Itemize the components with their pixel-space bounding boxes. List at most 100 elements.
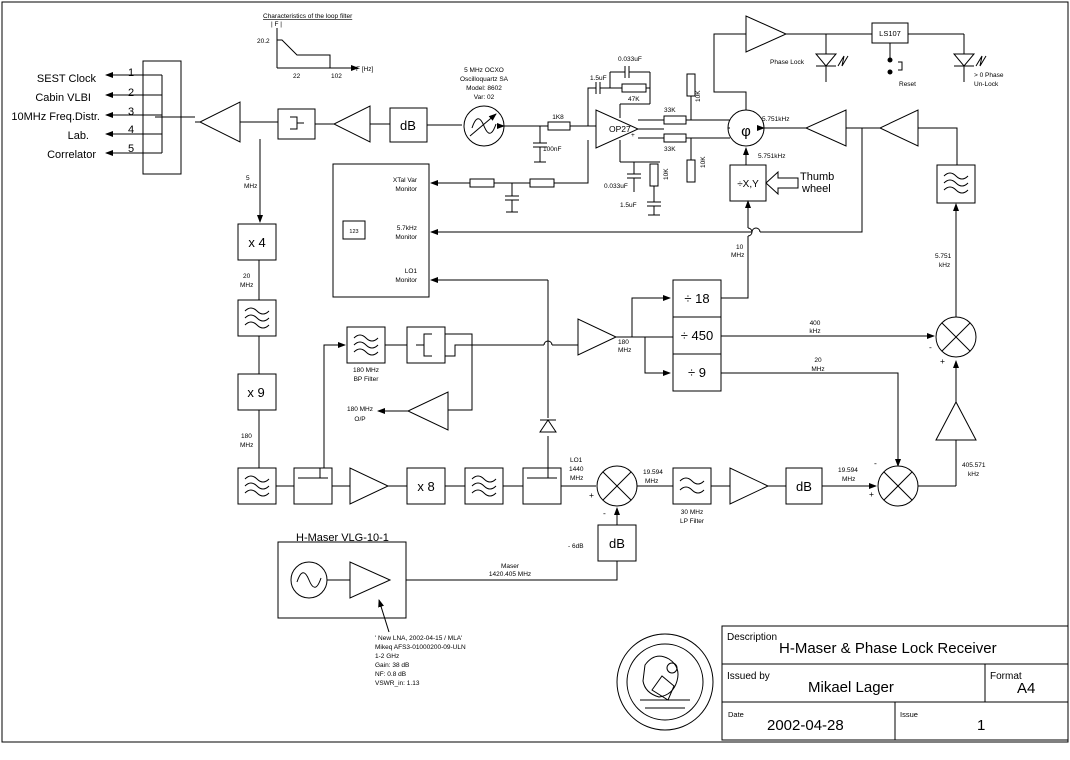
title-block: Description H-Maser & Phase Lock Receive… [721,625,1069,741]
date-label: Date [728,710,744,719]
filter-180mhz-bottom [237,467,277,505]
amplifier-5mhz [332,105,371,143]
phase-detector-input-freq: 5.751kHz [762,116,789,123]
output-3-label: 10MHz Freq.Distr. [11,111,100,123]
output-2-label: Cabin VLBI [35,92,91,104]
drawing-frame [1,1,1069,743]
resistor-1k8 [547,121,571,131]
attenuator-if-label: dB [796,479,812,494]
resistor-33k-upper: 33K [664,107,676,114]
amplifier-180mhz-div [577,318,618,356]
mixer-1-plus: + [589,490,594,500]
multiplier-x9 [237,373,277,411]
freq-400khz-unit: kHz [809,328,820,335]
ls107-label: LS107 [879,29,901,38]
bp-filter-label-2: BP Filter [354,376,380,383]
div-10mhz-unit: MHz [731,252,744,259]
unlock-label-2: Un-Lock [974,81,999,88]
multiplier-x4-label: x 4 [248,235,265,250]
issued-by-label: Issued by [727,671,770,682]
reset-label: Reset [899,81,916,88]
loop-filter-y-label: | F | [271,21,282,28]
lna-note-1: ' New LNA, 2002-04-15 / MLA' [375,635,462,642]
loop-filter-title: Characteristics of the loop filter [263,13,353,20]
output-5-number: 5 [128,143,134,155]
amplifier-if [729,467,770,505]
mixer-1 [596,465,638,507]
if1-unit: MHz [645,478,658,485]
lo1-label-1: LO1 [570,457,583,464]
if2-num: 19.594 [838,467,858,474]
mixer-upper [935,316,977,358]
ocxo-line-3: Model: 8602 [466,85,502,92]
loop-filter-y-value: 20.2 [257,38,270,45]
cap-bottom2-label: 1.5uF [620,202,637,209]
lp-filter-label-1: 30 MHz [681,509,703,516]
phase-detector-ref-freq: 5.751kHz [758,153,785,160]
attenuator-if [785,467,823,505]
format-value: A4 [1017,680,1035,697]
description-value: H-Maser & Phase Lock Receiver [779,640,997,657]
divider-xy [729,164,767,202]
freq-5751khz-unit: kHz [939,262,950,269]
ocxo-line-4: Var: 02 [474,94,495,101]
monitor-khz-1: 5.7kHz [397,225,417,232]
thumb-wheel-arrow [765,170,799,196]
freq-400khz-num: 400 [810,320,821,327]
freq-20mhz-right-num: 20 [814,357,822,364]
cap-1-5uf-label: 1.5uF [590,75,607,82]
div-180mhz-unit: MHz [618,347,631,354]
loop-filter-x-tick-1: 22 [293,73,301,80]
lna-note-6: VSWR_in: 1.13 [375,680,420,687]
monitor-panel: 123 XTal Var Monitor 5.7kHz Monitor LO1 … [332,163,430,298]
phase-detector-symbol: φ [741,123,751,140]
mixer-lower-plus: + [869,489,874,499]
lna-note-2: Mikeq AFS3-01000200-09-ULN [375,644,466,651]
lp-filter-30mhz: 30 MHz LP Filter [672,467,712,525]
divider-450 [672,316,722,355]
resistor-1k8-label: 1K8 [552,114,564,121]
lo1-label-3: MHz [570,475,583,482]
h-maser: H-Maser VLG-10-1 [277,532,407,619]
lna-note-4: Gain: 38 dB [375,662,409,669]
resistor-10k-bottom: 10K [700,156,707,168]
resistor-47k-label: 47K [628,96,640,103]
phase-lock-label: Phase Lock [770,59,805,66]
unlock-led [952,53,976,67]
cap-bottom-label: 0.033uF [604,183,628,190]
output-2-number: 2 [128,87,134,99]
thumb-wheel-label-2: wheel [801,183,831,195]
format-label: Format [990,671,1022,682]
monitor-xtal-2: Monitor [395,186,418,193]
dist-amplifier-symbol [198,101,241,143]
coupler-1440mhz [522,467,562,505]
resistor-33k-lower: 33K [664,146,676,153]
resistor-10k-top: 10K [695,90,702,102]
freq-20mhz-num: 20 [243,273,251,280]
ocxo-line-1: 5 MHz OCXO [464,67,504,74]
amplifier-5751-b [878,109,919,147]
monitor-khz-2: Monitor [395,234,418,241]
output-5-label: Correlator [47,149,96,161]
issue-value: 1 [977,717,985,734]
mixer-upper-minus: - [929,342,932,352]
amplifier-405khz [935,400,977,441]
divider-18-label: ÷ 18 [684,291,709,306]
divider-xy-label: ÷X,Y [737,179,759,190]
phase-lock-led [814,53,838,67]
monitor-lo1-2: Monitor [395,277,418,284]
freq-180mhz-unit: MHz [240,442,253,449]
multiplier-x8-label: x 8 [417,479,434,494]
amplifier-180mhz-bottom [349,467,390,505]
if1-num: 19.594 [643,469,663,476]
amplifier-180mhz-op [406,391,449,431]
output-3-number: 3 [128,106,134,118]
bp-filter-180mhz: 180 MHz BP Filter [346,326,386,383]
attenuator-db-label: dB [400,118,416,133]
freq-5mhz-unit: MHz [244,183,257,190]
filter-20mhz [237,299,277,337]
freq-5mhz-num: 5 [246,175,250,182]
maser-out-label-1: Maser [501,563,520,570]
divider-18 [672,279,722,318]
